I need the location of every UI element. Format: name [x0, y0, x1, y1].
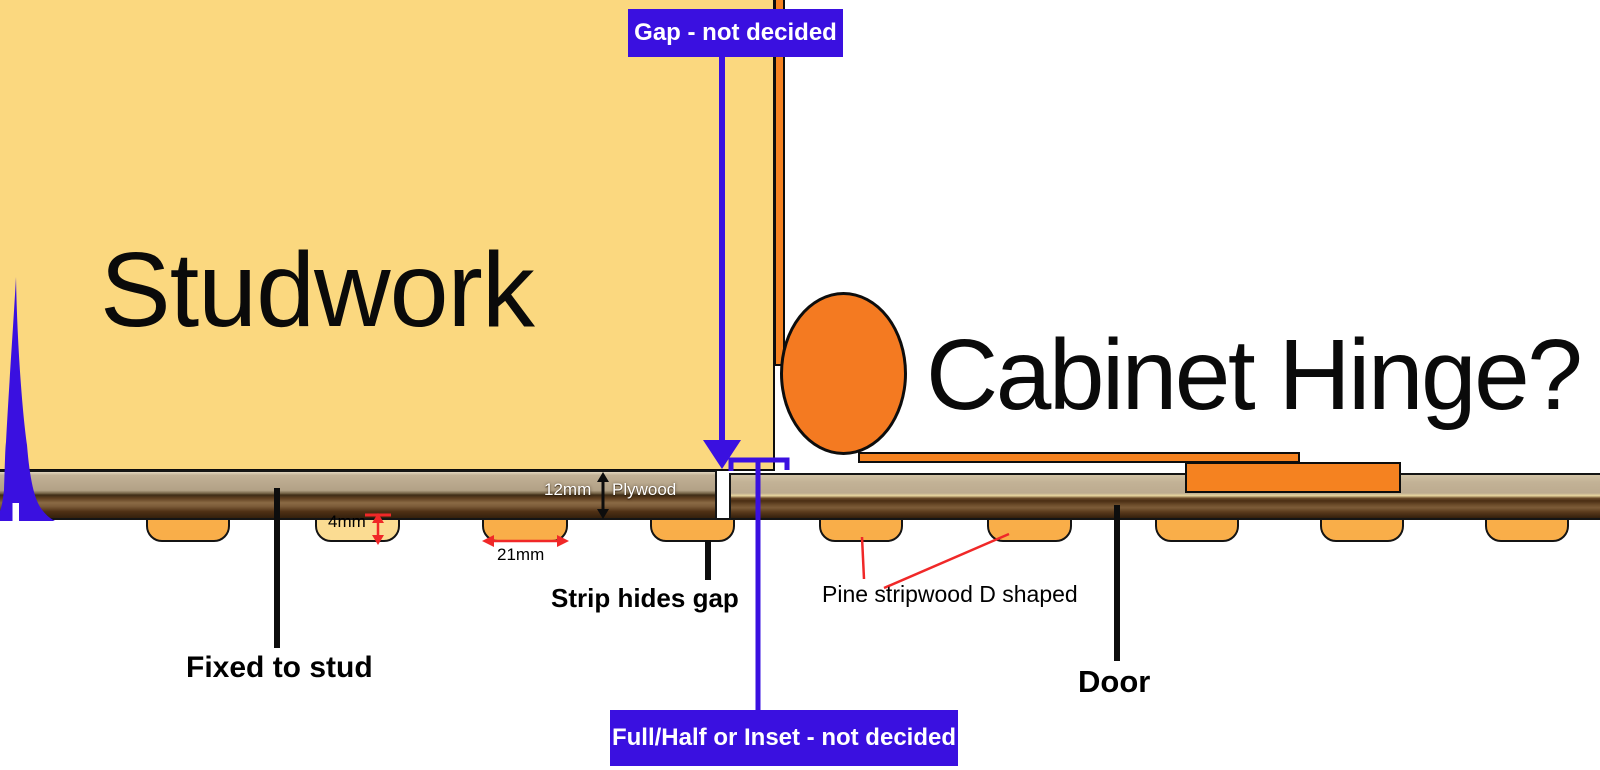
studwork-title: Studwork	[100, 231, 535, 349]
pine-stripwood-label: Pine stripwood D shaped	[822, 581, 1078, 607]
stripwood-bump	[482, 518, 568, 542]
stripwood-bump	[146, 518, 230, 542]
wall-edge-strip	[774, 0, 785, 366]
stripwood-bump	[650, 518, 735, 542]
stripwood-bump	[1485, 518, 1569, 542]
plywood-thickness-label: 12mm	[544, 480, 592, 499]
strip-hides-gap-label: Strip hides gap	[551, 583, 739, 613]
cabinet-hinge-title: Cabinet Hinge?	[926, 319, 1583, 431]
stripwood-bump	[315, 518, 400, 542]
stripwood-bump	[1320, 518, 1404, 542]
stripwood-width-dim: 21mm	[497, 545, 545, 564]
hinge-knuckle-circle	[780, 292, 907, 455]
inset-callout: Full/Half or Inset - not decided	[610, 710, 958, 766]
fixed-to-stud-label: Fixed to stud	[186, 651, 373, 684]
plywood-door-strip	[729, 473, 1600, 520]
hinge-arm	[858, 452, 1300, 463]
stripwood-bump	[987, 518, 1072, 542]
stripwood-bump	[1155, 518, 1239, 542]
pine-leader-1	[860, 536, 866, 580]
stripwood-thickness-dim: 4mm	[328, 512, 366, 531]
stripwood-bump	[819, 518, 903, 542]
plywood-word-label: Plywood	[612, 480, 677, 499]
pine-leader-2	[883, 532, 1010, 590]
studwork-panel	[0, 0, 775, 471]
door-label: Door	[1078, 664, 1151, 699]
gap-callout: Gap - not decided	[628, 9, 843, 57]
hinge-mount-block	[1185, 462, 1401, 493]
